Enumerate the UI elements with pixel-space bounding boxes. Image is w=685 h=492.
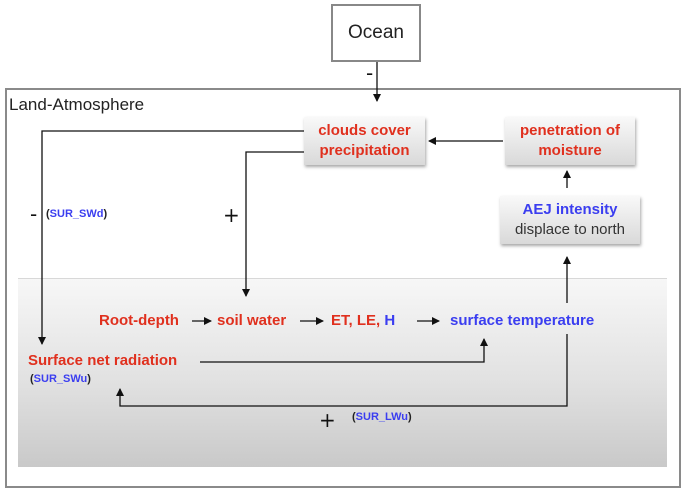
le-label: LE [356,312,377,329]
sur-lwu-annotation: (SUR_LWu) [352,411,412,423]
close-paren: ) [87,373,91,385]
open-paren: ( [30,373,34,385]
clouds-cover-label: clouds cover [318,122,411,139]
moisture-penetration-node: penetration of moisture [505,117,635,165]
precipitation-label: precipitation [319,142,410,159]
ocean-node: Ocean [331,4,421,62]
sur-swu-label: SUR_SWu [33,373,88,385]
fluxes-node: ET, LE, H [331,312,395,329]
close-paren: ) [408,411,412,423]
surface-net-radiation-node: Surface net radiation [28,352,178,369]
aej-intensity-label: AEJ intensity [522,201,618,218]
et-label: ET [331,312,349,329]
arrow-precip-to-soil [242,151,304,297]
arrow-clouds-to-radiation [38,130,304,345]
aej-node: AEJ intensity displace to north [500,196,640,244]
root-depth-node: Root-depth [99,312,179,329]
close-paren: ) [103,208,108,220]
radiation-effect-sign: - [30,202,38,226]
feedback-effect-sign: + [319,408,336,432]
ocean-label: Ocean [348,22,404,43]
clouds-precipitation-node: clouds cover precipitation [304,117,425,165]
h-label: H [384,312,396,329]
sur-swd-label: SUR_SWd [49,208,104,220]
sur-lwu-label: SUR_LWu [355,411,409,423]
arrow-radiation-to-temperature [200,338,488,363]
frame-title: Land-Atmosphere [9,95,145,114]
displace-north-label: displace to north [514,221,626,238]
comma-1: , [348,312,353,329]
penetration-label: penetration of [520,122,620,139]
ocean-effect-sign: - [366,61,374,85]
sur-swu-annotation: (SUR_SWu) [30,373,91,385]
comma-2: , [376,312,381,329]
arrow-temperature-feedback [116,334,568,407]
open-paren: ( [352,411,356,423]
precip-effect-sign: + [223,203,240,227]
surface-temperature-node: surface temperature [450,312,595,329]
land-surface-panel [18,278,667,467]
moisture-label: moisture [538,142,602,159]
open-paren: ( [46,208,50,220]
soil-water-node: soil water [217,312,287,329]
sur-swd-annotation: (SUR_SWd) [46,208,107,220]
